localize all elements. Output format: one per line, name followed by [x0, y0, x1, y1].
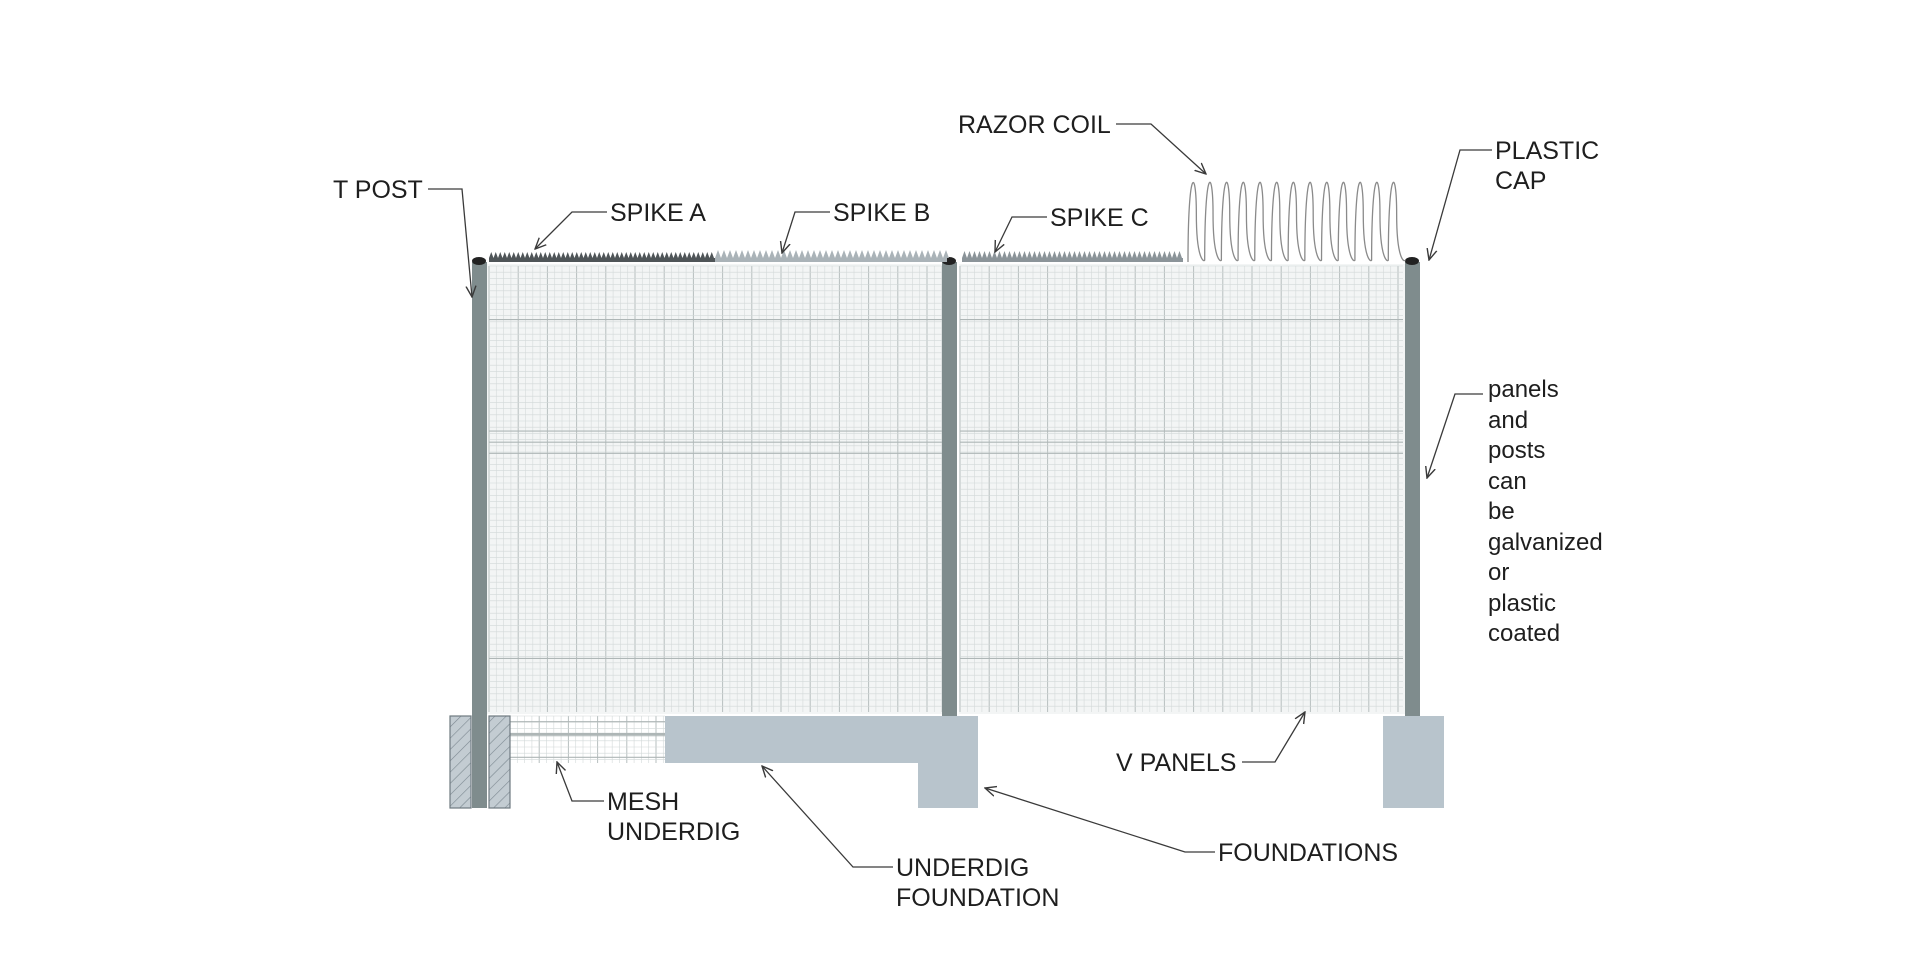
underdig-post-block-right: [488, 715, 511, 809]
mesh-underdig: [509, 715, 665, 763]
plastic-cap-left: [472, 257, 486, 265]
leader-v-panels: [1242, 712, 1305, 763]
panel-right-mesh: [959, 265, 1403, 712]
underdig-mesh-grid: [509, 715, 665, 763]
plastic-cap-right: [1405, 257, 1419, 265]
foundation-block-right: [1383, 716, 1444, 808]
label-mesh-underdig: MESH UNDERDIG: [607, 787, 740, 847]
label-coating-note: panels and posts can be galvanized or pl…: [1488, 375, 1603, 650]
panel-right: [959, 264, 1405, 714]
label-razor-coil: RAZOR COIL: [958, 111, 1111, 139]
coating-note-line-1: panels: [1488, 376, 1559, 403]
spike-base-bar: [715, 258, 947, 262]
spike-base-bar: [489, 258, 715, 262]
panel-left-mesh: [488, 265, 947, 712]
label-t-post: T POST: [333, 176, 423, 204]
spike-teeth: [962, 251, 1182, 258]
underdig-post-block-left: [449, 715, 472, 809]
coating-note-line-3: posts: [1488, 437, 1546, 464]
label-foundations: FOUNDATIONS: [1218, 839, 1399, 867]
leader-underdig-foundation: [762, 766, 893, 868]
label-mesh-underdig-line-2: UNDERDIG: [607, 818, 741, 846]
leader-foundations: [985, 788, 1215, 853]
label-underdig-foundation: UNDERDIG FOUNDATION: [896, 853, 1059, 913]
label-underdig-foundation-line-2: FOUNDATION: [896, 884, 1060, 912]
coating-note-line-7: or: [1488, 559, 1510, 586]
coating-note-line-4: can: [1488, 467, 1527, 495]
label-spike-c: SPIKE C: [1050, 204, 1149, 232]
coating-note-line-9: coated: [1488, 620, 1561, 647]
leader-spike-b: [782, 211, 830, 253]
label-spike-a: SPIKE A: [610, 199, 706, 227]
leader-mesh-underdig: [557, 762, 604, 802]
label-v-panels: V PANELS: [1116, 749, 1237, 777]
leader-plastic-cap: [1429, 149, 1492, 260]
coating-note-line-8: plastic: [1488, 589, 1557, 617]
coating-note-line-2: and: [1488, 406, 1529, 434]
leader-coating-note: [1427, 393, 1483, 478]
label-plastic-cap-line-2: CAP: [1495, 167, 1547, 195]
panel-left: [487, 264, 949, 714]
spike-c-strip: [962, 251, 1183, 262]
coating-note-line-6: galvanized: [1488, 528, 1603, 556]
t-post-right: [1405, 262, 1420, 716]
spike-base-bar: [962, 258, 1183, 262]
label-underdig-foundation-line-1: UNDERDIG: [896, 854, 1030, 882]
label-plastic-cap-line-1: PLASTIC: [1495, 137, 1600, 165]
spike-teeth: [715, 250, 949, 258]
spike-a-strip: [489, 252, 715, 262]
spike-teeth: [489, 252, 714, 258]
t-post-left: [472, 262, 487, 808]
razor-coil: [1187, 181, 1406, 263]
coating-note-line-5: be: [1488, 498, 1515, 525]
spike-b-strip: [715, 250, 949, 262]
label-mesh-underdig-line-1: MESH: [607, 788, 680, 816]
t-post-middle: [942, 262, 957, 716]
label-spike-b: SPIKE B: [833, 199, 931, 227]
leader-lines: [428, 123, 1492, 868]
underdig-foundation: [665, 716, 978, 808]
leader-spike-a: [535, 211, 607, 249]
leader-spike-c: [995, 216, 1047, 252]
leader-t-post: [428, 188, 472, 297]
label-plastic-cap: PLASTIC CAP: [1495, 136, 1599, 196]
leader-razor-coil: [1116, 123, 1206, 174]
